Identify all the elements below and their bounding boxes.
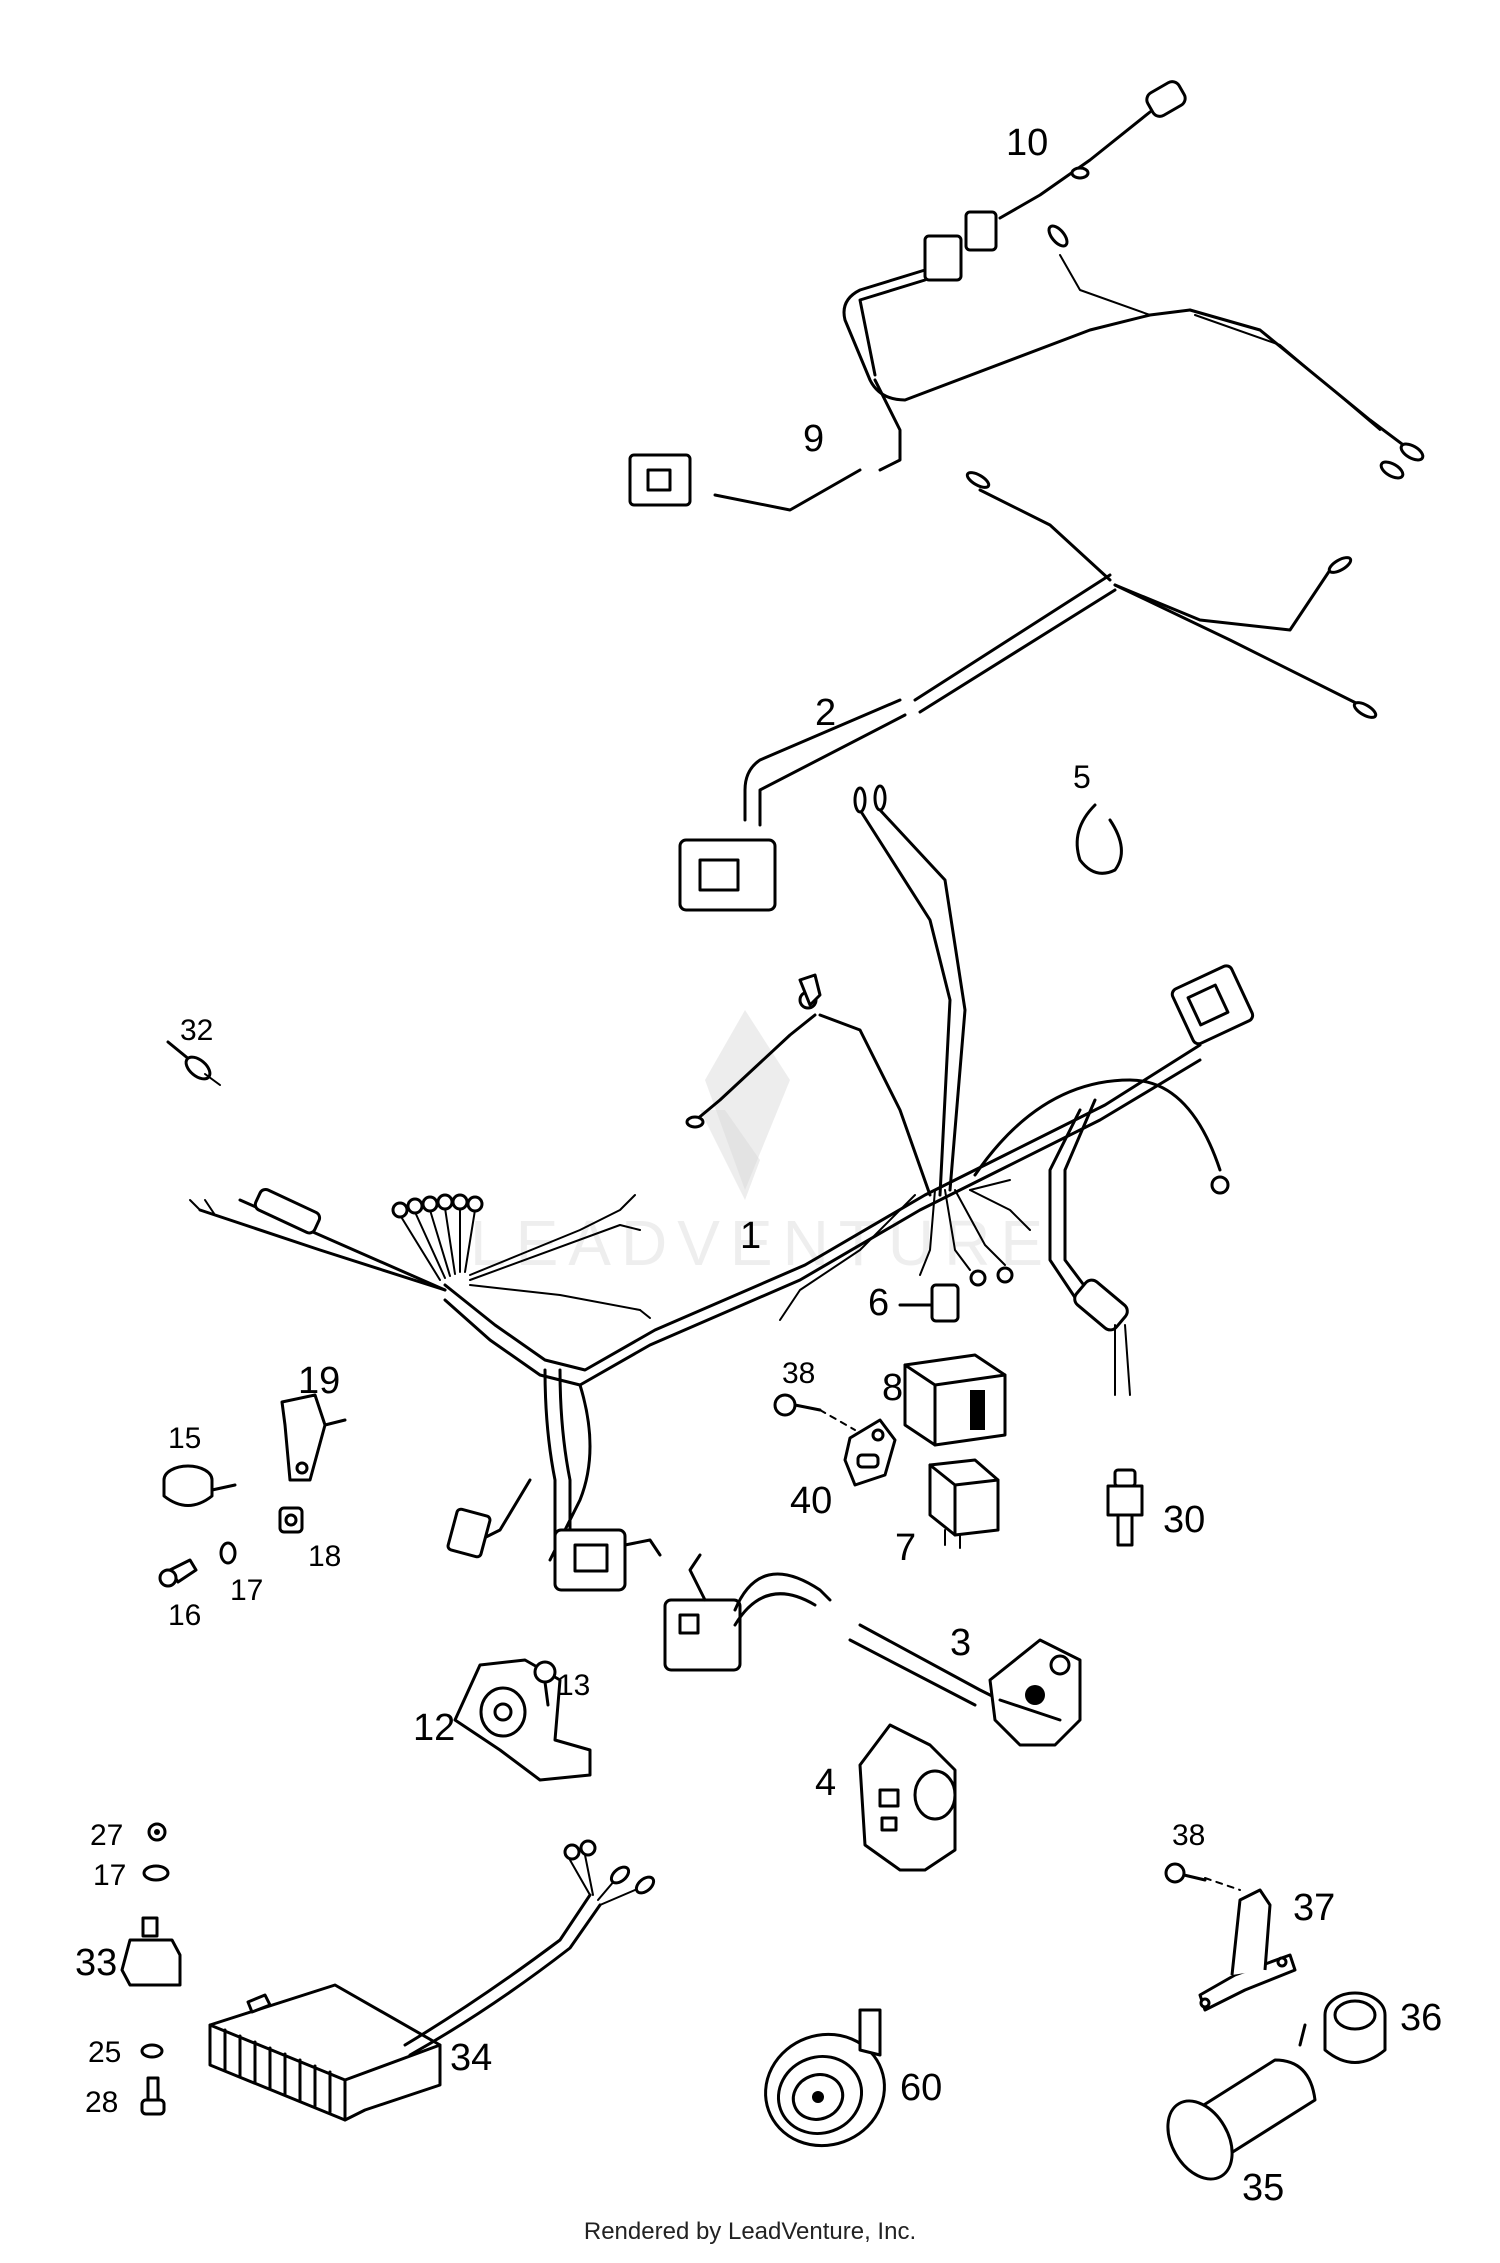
callout-17-upper: 17: [230, 1574, 263, 1607]
callout-12: 12: [413, 1707, 455, 1749]
callout-32: 32: [180, 1014, 213, 1047]
part-8-relay[interactable]: [903, 1353, 1007, 1447]
callout-9: 9: [803, 418, 824, 460]
callout-30: 30: [1163, 1499, 1205, 1541]
part-5-cable-tie[interactable]: [1075, 803, 1123, 875]
callout-10: 10: [1006, 122, 1048, 164]
part-9-sub-harness[interactable]: [628, 223, 1425, 512]
callout-5: 5: [1073, 759, 1091, 795]
part-10-sensor-lead[interactable]: [964, 79, 1188, 252]
callout-1: 1: [740, 1215, 761, 1257]
callout-4: 4: [815, 1762, 836, 1804]
part-33-rubber-mount[interactable]: [120, 1916, 182, 1987]
part-3-switch-assembly[interactable]: [663, 1553, 1082, 1747]
callout-34: 34: [450, 2037, 492, 2079]
callout-7: 7: [895, 1527, 916, 1569]
part-7-relay[interactable]: [928, 1458, 1000, 1549]
callout-33: 33: [75, 1942, 117, 1984]
callout-38-lower: 38: [1172, 1819, 1205, 1852]
part-16-screw[interactable]: [158, 1558, 198, 1588]
part-18-nut[interactable]: [278, 1506, 304, 1534]
part-25-washer[interactable]: [140, 2043, 164, 2059]
callout-16: 16: [168, 1599, 201, 1632]
footer-credit: Rendered by LeadVenture, Inc.: [583, 2218, 917, 2245]
part-6-connector[interactable]: [898, 1283, 960, 1323]
watermark-text: LEADVENTURE: [470, 1207, 1053, 1279]
callout-40: 40: [790, 1480, 832, 1522]
part-28-bolt[interactable]: [140, 2076, 166, 2116]
part-40-bracket[interactable]: [843, 1418, 897, 1487]
callout-2: 2: [815, 692, 836, 734]
callout-13: 13: [557, 1669, 590, 1702]
part-13-screw[interactable]: [533, 1660, 557, 1707]
terminal-fan: [391, 1193, 484, 1281]
callout-8: 8: [882, 1367, 903, 1409]
part-2-harness[interactable]: [678, 470, 1378, 912]
callout-15: 15: [168, 1422, 201, 1455]
leader-38-40: [819, 1409, 856, 1431]
part-4-switch-cover[interactable]: [858, 1723, 957, 1872]
callout-36: 36: [1400, 1997, 1442, 2039]
part-36-clamp-ring[interactable]: [1323, 1991, 1387, 2064]
part-27-nut[interactable]: [147, 1822, 167, 1842]
callout-6: 6: [868, 1282, 889, 1324]
part-38-screw-upper[interactable]: [773, 1393, 822, 1417]
part-12-bracket[interactable]: [453, 1658, 592, 1782]
part-1-main-harness[interactable]: [189, 784, 1255, 1592]
part-37-bracket[interactable]: [1198, 1888, 1297, 2012]
part-19-bracket[interactable]: [280, 1393, 347, 1482]
callout-38-upper: 38: [782, 1357, 815, 1390]
part-35-capacitor[interactable]: [1155, 2023, 1317, 2190]
callout-37: 37: [1293, 1887, 1335, 1929]
callout-60: 60: [900, 2067, 942, 2109]
callout-25: 25: [88, 2036, 121, 2069]
regulator-fins: [223, 2028, 332, 2114]
callout-18: 18: [308, 1540, 341, 1573]
part-38-screw-lower[interactable]: [1164, 1862, 1207, 1884]
callout-28: 28: [85, 2086, 118, 2119]
part-60-horn[interactable]: [750, 2008, 900, 2162]
part-30-pressure-switch[interactable]: [1106, 1468, 1144, 1547]
callout-3: 3: [950, 1622, 971, 1664]
part-15-clamp[interactable]: [162, 1464, 237, 1507]
callout-17-lower: 17: [93, 1859, 126, 1892]
callout-labels: 1 2 3 4 5 6 7 8 9 10 12 13 15 16 17 18 1…: [75, 122, 1442, 2209]
part-32-bulb[interactable]: [166, 1040, 221, 1086]
leader-38-37: [1204, 1877, 1241, 1891]
callout-27: 27: [90, 1819, 123, 1852]
part-17-washer[interactable]: [219, 1541, 237, 1565]
callout-35: 35: [1242, 2167, 1284, 2209]
part-34-regulator[interactable]: [208, 1839, 657, 2122]
callout-19: 19: [298, 1360, 340, 1402]
part-17-washer-lower[interactable]: [142, 1864, 170, 1882]
